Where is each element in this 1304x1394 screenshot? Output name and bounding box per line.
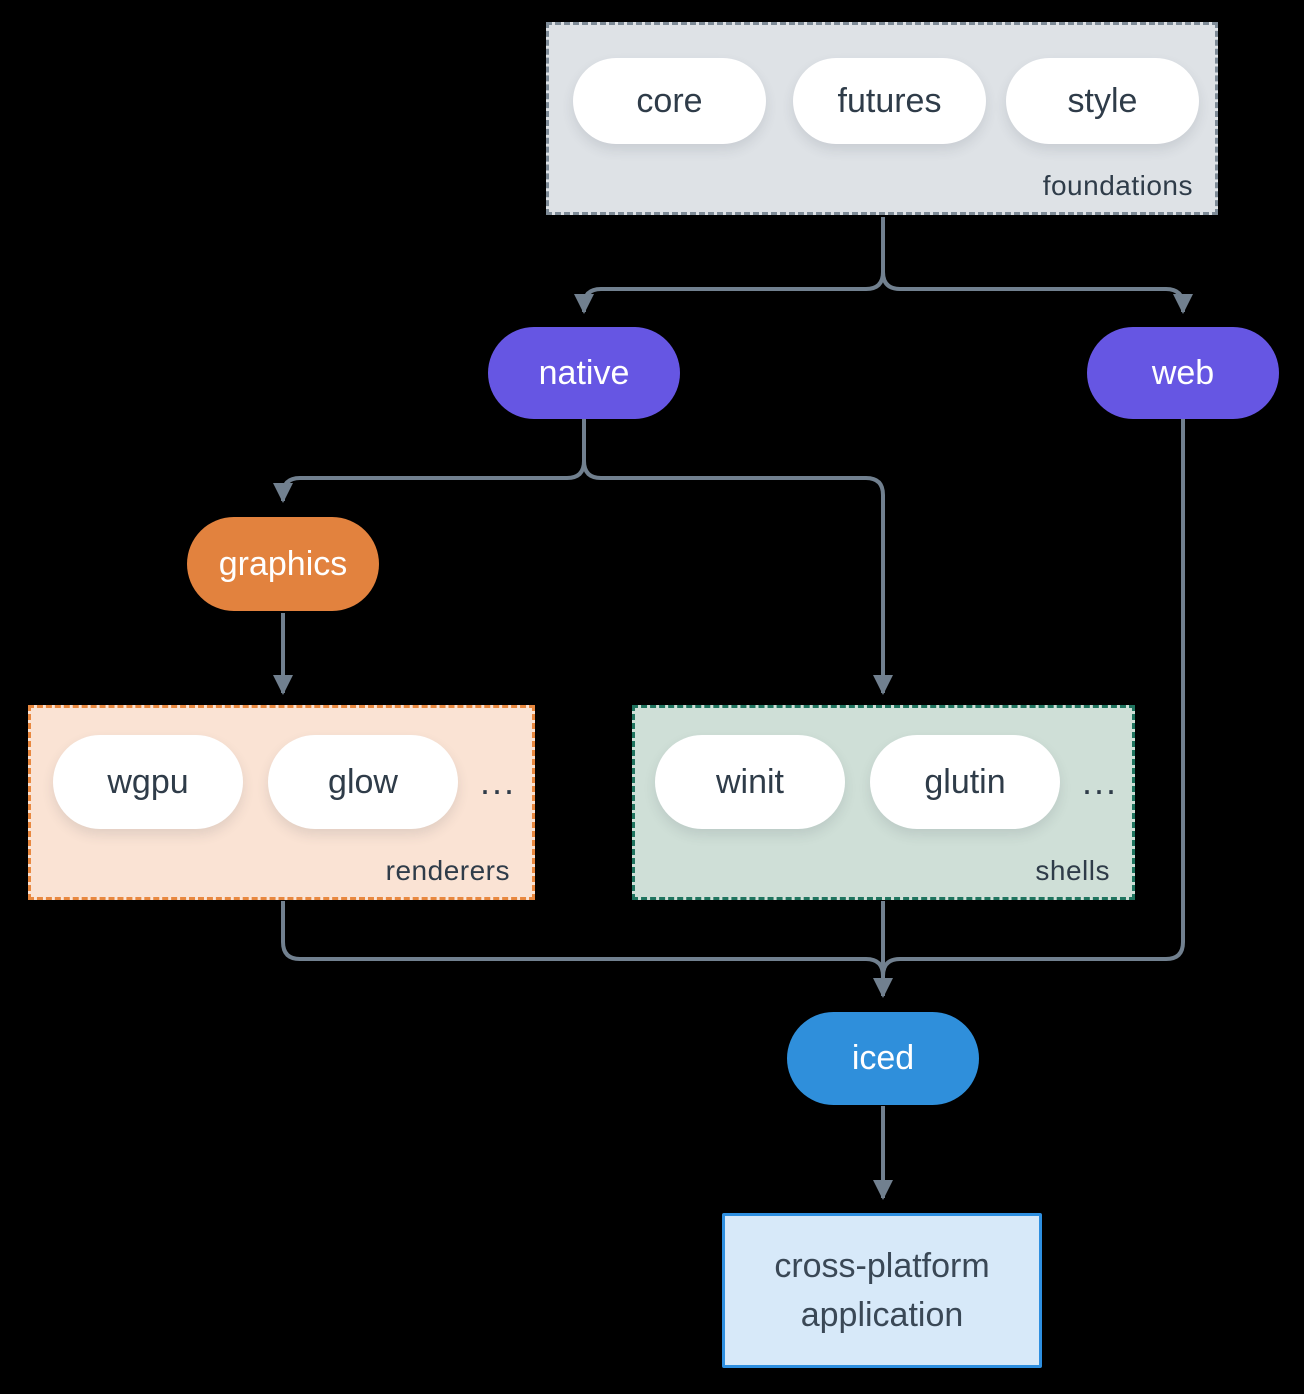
node-iced: iced (787, 1012, 979, 1105)
group-label-foundations: foundations (1042, 170, 1193, 201)
group-label-renderers: renderers (385, 855, 510, 886)
edge-foundations-web (881, 217, 1193, 314)
group-foundations: core futures style foundations (546, 22, 1218, 215)
group-shells: winit glutin ... shells (632, 705, 1135, 900)
pill-style: style (1006, 58, 1199, 144)
edge-foundations-native (574, 217, 885, 314)
node-web: web (1087, 327, 1279, 419)
pill-winit: winit (655, 735, 845, 829)
node-cross-platform-application: cross-platform application (722, 1213, 1042, 1368)
pill-glow: glow (268, 735, 458, 829)
pill-futures: futures (793, 58, 986, 144)
renderers-ellipsis: ... (479, 761, 516, 802)
group-renderers: wgpu glow ... renderers (28, 705, 535, 900)
shells-ellipsis: ... (1081, 761, 1118, 802)
pill-wgpu: wgpu (53, 735, 243, 829)
pill-core: core (573, 58, 766, 144)
node-native: native (488, 327, 680, 419)
edge-native-shells (582, 419, 893, 695)
pill-glutin: glutin (870, 735, 1060, 829)
group-label-shells: shells (1035, 855, 1110, 886)
edge-renderers-iced (281, 901, 885, 977)
edge-native-graphics (273, 419, 586, 503)
node-graphics: graphics (187, 517, 379, 611)
